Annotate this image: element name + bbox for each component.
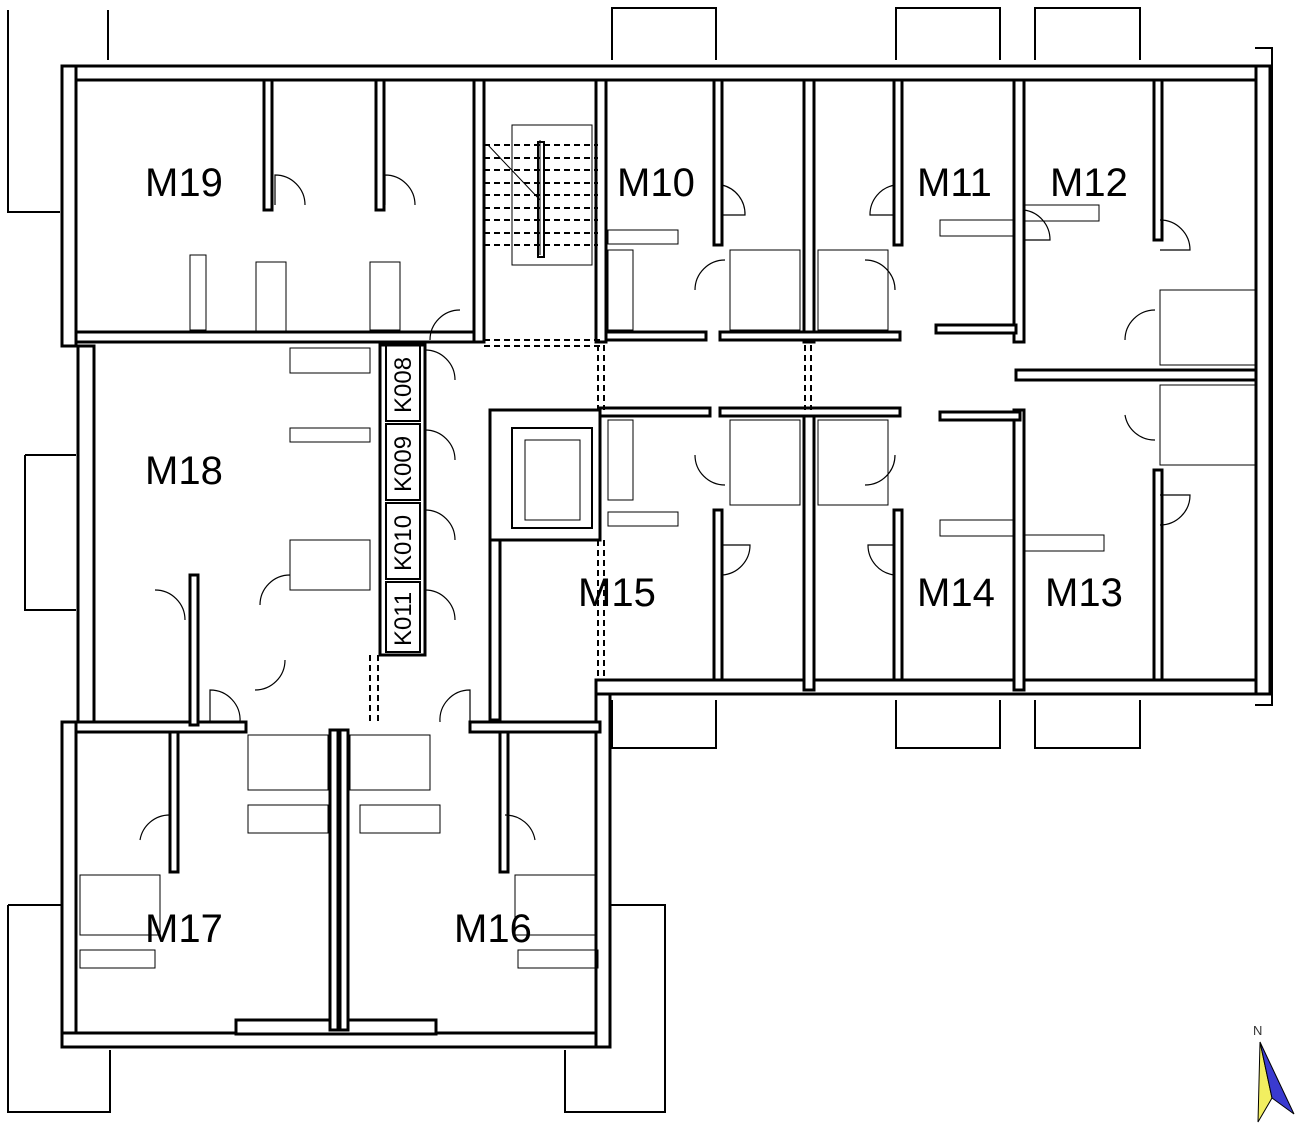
storage-label-k011: K011 [390, 592, 417, 646]
storage-cells [385, 344, 421, 653]
room-label-m10: M10 [617, 161, 695, 205]
room-label-m15: M15 [578, 571, 656, 615]
staircase [484, 124, 598, 266]
north-arrow-icon: N [1253, 1023, 1295, 1123]
fixtures [79, 204, 1256, 969]
north-label: N [1253, 1023, 1262, 1038]
room-label-m19: M19 [145, 161, 223, 205]
exterior-walls [60, 64, 1272, 1049]
room-label-m16: M16 [454, 907, 532, 951]
interior-walls [74, 78, 1258, 1032]
elevator-shaft [488, 408, 602, 542]
room-label-m17: M17 [145, 907, 223, 951]
corridor-lines [369, 339, 812, 725]
room-label-m18: M18 [145, 449, 223, 493]
storage-label-k008: K008 [390, 357, 417, 413]
storage-label-k009: K009 [390, 436, 417, 492]
storage-labels: K008 K009 K010 K011 [390, 357, 417, 646]
room-label-m13: M13 [1045, 571, 1123, 615]
room-label-m11: M11 [917, 161, 992, 205]
room-label-m12: M12 [1050, 161, 1128, 205]
doors [139, 174, 1191, 841]
balconies [7, 7, 1273, 1113]
room-labels: M19 M10 M11 M12 M18 M15 M14 M13 M17 M16 [145, 161, 1128, 951]
storage-label-k010: K010 [390, 515, 417, 571]
room-label-m14: M14 [917, 571, 995, 615]
